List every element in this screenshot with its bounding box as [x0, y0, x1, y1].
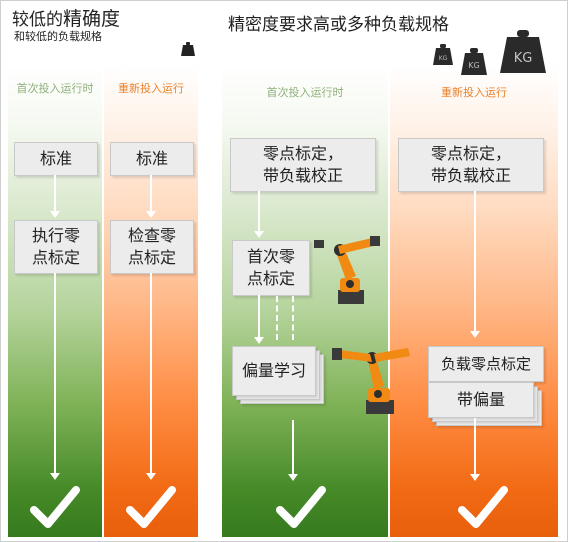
right-col2-step-calibration-load-correction: 零点标定， 带负载校正: [398, 138, 544, 192]
flow-line: [474, 191, 476, 331]
flow-arrow: [254, 337, 264, 344]
robot-icon: [314, 236, 380, 304]
weight-icon: KG: [461, 48, 487, 75]
checkmark-icon: [126, 486, 176, 528]
flow-arrow: [146, 473, 156, 480]
right-col1-step-calibration-load-correction: 零点标定， 带负载校正: [230, 138, 376, 192]
robot-icon: [332, 348, 410, 414]
svg-text:KG: KG: [514, 51, 533, 66]
flow-arrow: [288, 474, 298, 481]
flow-line: [54, 175, 56, 211]
right-col2-step-load-zero-calibration: 负载零点标定: [428, 346, 544, 382]
flow-line: [474, 418, 476, 474]
left-col1-step-standard: 标准: [14, 142, 98, 176]
left-col2-step-check-calibration: 检查零 点标定: [110, 220, 194, 274]
flow-line: [150, 273, 152, 473]
flow-line: [54, 273, 56, 473]
left-subtitle: 和较低的负载规格: [14, 30, 102, 43]
checkmark-icon: [276, 486, 326, 528]
left-col2-step-standard: 标准: [110, 142, 194, 176]
right-col1-step-first-zero-calibration: 首次零 点标定: [232, 240, 310, 296]
svg-text:KG: KG: [468, 61, 479, 70]
flow-arrow: [254, 231, 264, 238]
checkmark-icon: [458, 486, 508, 528]
left-title-emphasis: 精确度: [63, 8, 121, 30]
right-title: 精密度要求高或多种负载规格: [228, 15, 449, 35]
left-title-prefix: 较低的: [12, 10, 63, 30]
flow-arrow: [146, 211, 156, 218]
flow-arrow: [470, 331, 480, 338]
flow-arrow: [470, 474, 480, 481]
flow-line-dashed: [292, 296, 294, 340]
checkmark-icon: [30, 486, 80, 528]
flow-arrow: [50, 211, 60, 218]
flow-arrow: [50, 473, 60, 480]
right-col1-header: 首次投入运行时: [266, 86, 344, 99]
right-col2-header: 重新投入运行: [441, 86, 507, 99]
right-col1-step-offset-learning: 偏量学习: [232, 346, 316, 396]
flow-line: [150, 175, 152, 211]
flow-line: [258, 191, 260, 231]
left-col2-header: 重新投入运行: [118, 82, 184, 95]
flow-line: [258, 295, 260, 337]
weight-icon: KG: [500, 30, 546, 73]
weight-icon: [181, 42, 195, 56]
right-col2-step-with-offset: 带偏量: [428, 382, 534, 418]
svg-text:KG: KG: [439, 55, 448, 62]
left-col1-header: 首次投入运行时: [16, 82, 94, 95]
left-title: 较低的精确度: [12, 4, 120, 31]
left-col1-step-zero-calibration: 执行零 点标定: [14, 220, 98, 274]
weight-icon: KG: [433, 44, 453, 65]
flow-line: [292, 420, 294, 474]
flow-line-dashed: [276, 296, 278, 340]
